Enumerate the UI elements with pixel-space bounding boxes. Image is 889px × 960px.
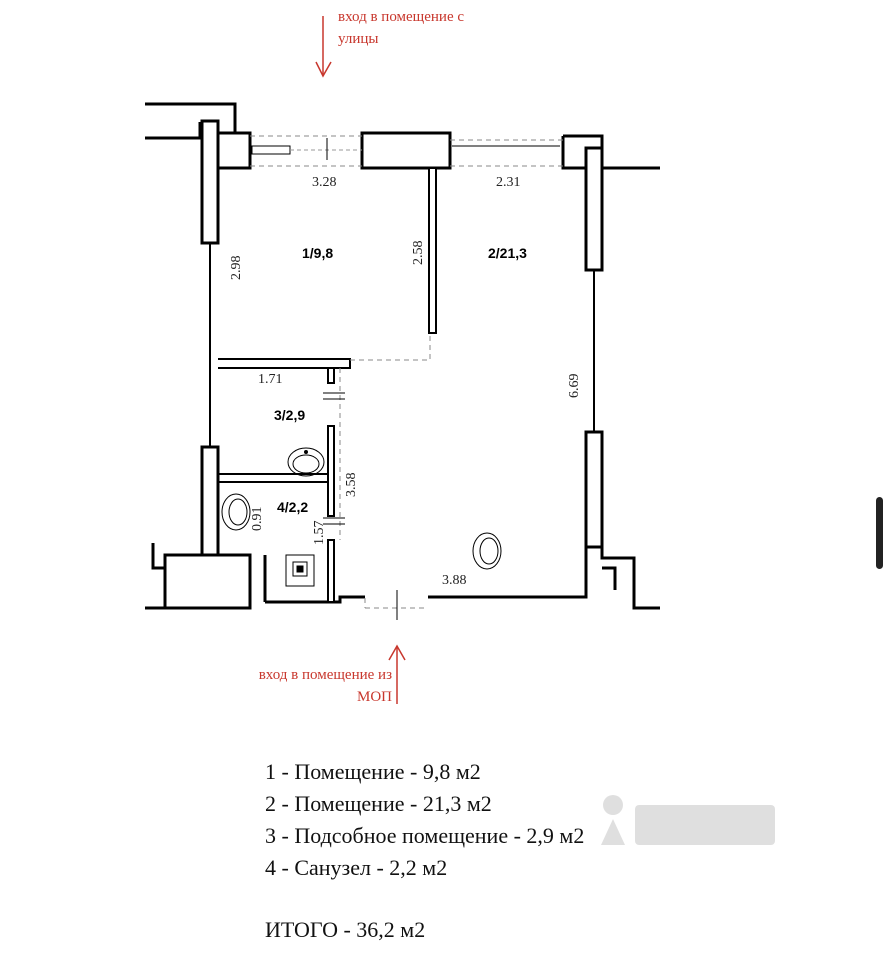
dim-1-71: 1.71 — [258, 372, 283, 387]
room-label-2: 2/21,3 — [488, 245, 527, 261]
window-sash — [251, 145, 291, 155]
dim-0-91: 0.91 — [250, 507, 265, 532]
mop-entrance-label: вход в помещение из МОП — [212, 664, 392, 708]
legend: 1 - Помещение - 9,8 м2 2 - Помещение - 2… — [265, 756, 584, 946]
street-entrance-label: вход в помещение с улицы — [338, 9, 465, 47]
sink-icon — [472, 532, 502, 570]
legend-item: 2 - Помещение - 21,3 м2 — [265, 791, 492, 816]
legend-item: 3 - Подсобное помещение - 2,9 м2 — [265, 823, 585, 848]
legend-total: ИТОГО - 36,2 м2 — [265, 917, 426, 942]
mop-entrance-line-2: МОП — [356, 689, 392, 705]
partitions — [218, 167, 437, 603]
dim-3-58: 3.58 — [344, 473, 359, 498]
legend-item: 1 - Помещение - 9,8 м2 — [265, 759, 481, 784]
room-label-1: 1/9,8 — [302, 245, 333, 261]
dim-2-58: 2.58 — [411, 241, 426, 266]
top-windows — [250, 135, 563, 167]
arrow-down-icon — [315, 16, 332, 78]
mop-entrance-line-1: вход в помещение из — [258, 667, 392, 683]
toilet-icon — [285, 554, 315, 587]
scrollbar-thumb[interactable] — [876, 497, 883, 569]
sink-icon — [221, 493, 251, 531]
room-label-3: 3/2,9 — [274, 407, 305, 423]
dashed-guides — [339, 334, 431, 609]
dim-6-69: 6.69 — [567, 374, 582, 399]
dim-1-57: 1.57 — [312, 521, 327, 546]
arrow-up-icon — [388, 644, 406, 704]
walls — [145, 102, 660, 610]
room-label-4: 4/2,2 — [277, 499, 308, 515]
dim-3-28: 3.28 — [312, 175, 337, 190]
dim-2-31: 2.31 — [496, 175, 521, 190]
dim-2-98: 2.98 — [229, 256, 244, 281]
legend-item: 4 - Санузел - 2,2 м2 — [265, 855, 448, 880]
sink-icon — [287, 447, 325, 477]
watermark-logo — [601, 795, 775, 845]
floor-plan: 1/9,8 2/21,3 3/2,9 4/2,2 3.28 2.31 1.71 … — [145, 16, 660, 704]
dim-3-88: 3.88 — [442, 573, 467, 588]
